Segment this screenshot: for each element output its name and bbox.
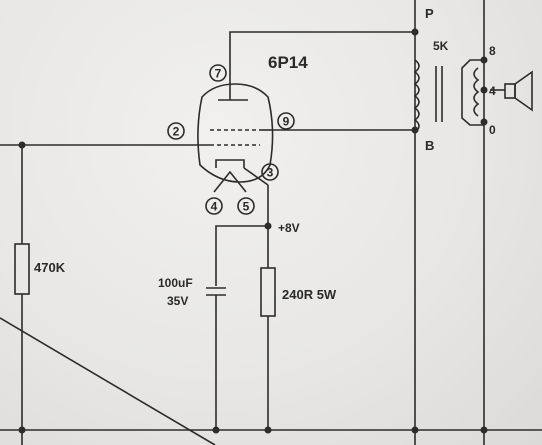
pin-7-label: 7 [215,67,222,81]
node-ground-b [411,426,419,434]
speaker-icon [514,70,533,112]
transformer-secondary [473,67,480,117]
pin-4-marker: 4 [205,197,223,215]
pin-7-marker: 7 [209,64,227,82]
tap-8-label: 8 [489,44,496,58]
pin-5-marker: 5 [237,197,255,215]
node-tap-4 [480,86,488,94]
node-ground-cap [212,426,220,434]
node-ground-240r [264,426,272,434]
tap-0-label: 0 [489,123,496,137]
wire-plate [229,31,415,87]
cap-voltage-label: 35V [167,294,188,308]
tube-type-label: 6P14 [268,53,308,72]
pin-2-label: 2 [173,125,180,139]
pin-3-label: 3 [267,166,274,180]
node-ground-sec [480,426,488,434]
pin-9-label: 9 [283,115,290,129]
primary-top-label: P [425,6,434,21]
tube-cathode-lead [243,167,269,186]
cap-value-label: 100uF [158,276,193,290]
pin-9-marker: 9 [277,112,295,130]
transformer-primary [413,59,420,133]
wire-diagonal [0,317,216,445]
wire-cap-top [215,225,268,286]
cathode-voltage-label: +8V [278,221,300,235]
pin-3-marker: 3 [261,163,279,181]
wire-speaker-loop [461,59,484,126]
primary-bottom-label: B [425,138,434,153]
pin-5-label: 5 [243,200,250,214]
tube-heater [213,170,247,193]
node-p [411,28,419,36]
tube-envelope [197,83,274,183]
resistor-240r [260,267,276,317]
speaker-magnet [504,83,516,99]
pin-4-label: 4 [211,200,218,214]
node-tap-0 [480,118,488,126]
impedance-label: 5K [433,39,449,53]
tube-cathode [215,159,245,168]
tap-4-label: 4 [489,84,496,98]
grid-resistor-label: 470K [34,260,66,275]
pin-2-marker: 2 [167,122,185,140]
cathode-resistor-label: 240R 5W [282,287,337,302]
resistor-470k [14,243,30,295]
